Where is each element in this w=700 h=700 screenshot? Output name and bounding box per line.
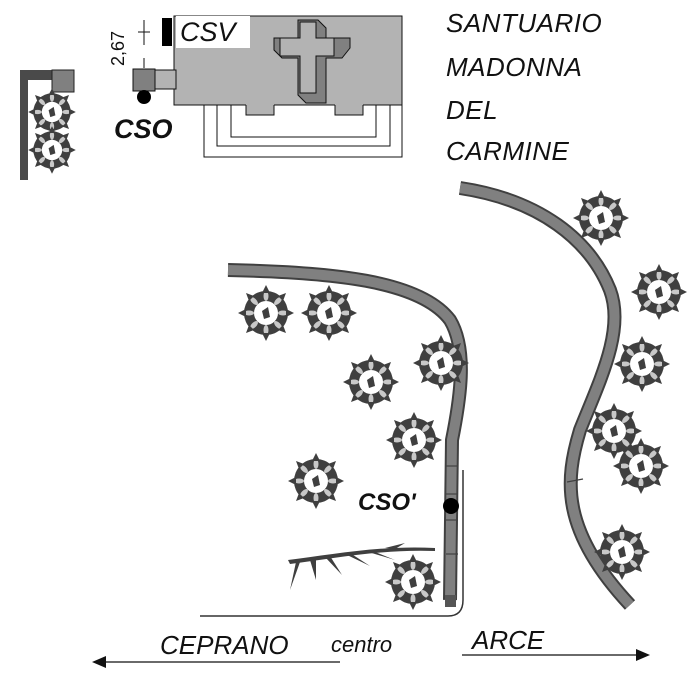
tree-icon — [343, 354, 399, 410]
arce-label: ARCE — [472, 625, 545, 655]
tree-icon — [413, 335, 469, 391]
ceprano-label: CEPRANO — [160, 630, 289, 660]
church-plan — [132, 15, 403, 158]
title-line: DEL — [446, 95, 499, 125]
title-line: SANTUARIO — [446, 8, 603, 38]
tree-icon — [238, 285, 294, 341]
title-line: CARMINE — [446, 136, 570, 166]
point-marker-icon — [443, 498, 459, 514]
csv-label-box — [176, 16, 250, 48]
height-value: 2,67 — [108, 30, 128, 66]
csv-marker — [162, 18, 172, 46]
wall-structure — [20, 69, 75, 180]
point-marker-icon — [137, 90, 151, 104]
cso-label: CSO — [114, 114, 173, 144]
road-right — [458, 181, 636, 610]
tree-icon — [573, 190, 629, 246]
arrow-left-icon — [92, 656, 340, 668]
tree-icon — [28, 126, 76, 174]
road-central — [200, 263, 468, 617]
tree-icon — [386, 412, 442, 468]
tree-icon — [288, 453, 344, 509]
tree-icon — [613, 438, 669, 494]
title-line: MADONNA — [446, 52, 583, 82]
tree-icon — [301, 285, 357, 341]
tree-icon — [385, 554, 441, 610]
csv-label: CSV — [180, 17, 236, 47]
tree-icon — [631, 264, 687, 320]
centro-label: centro — [331, 632, 393, 657]
palm-frond-icon — [288, 543, 435, 590]
cso-prime-label: CSO' — [358, 489, 416, 516]
tree-icon — [594, 524, 650, 580]
tree-icon — [614, 336, 670, 392]
arrow-right-icon — [462, 649, 650, 661]
